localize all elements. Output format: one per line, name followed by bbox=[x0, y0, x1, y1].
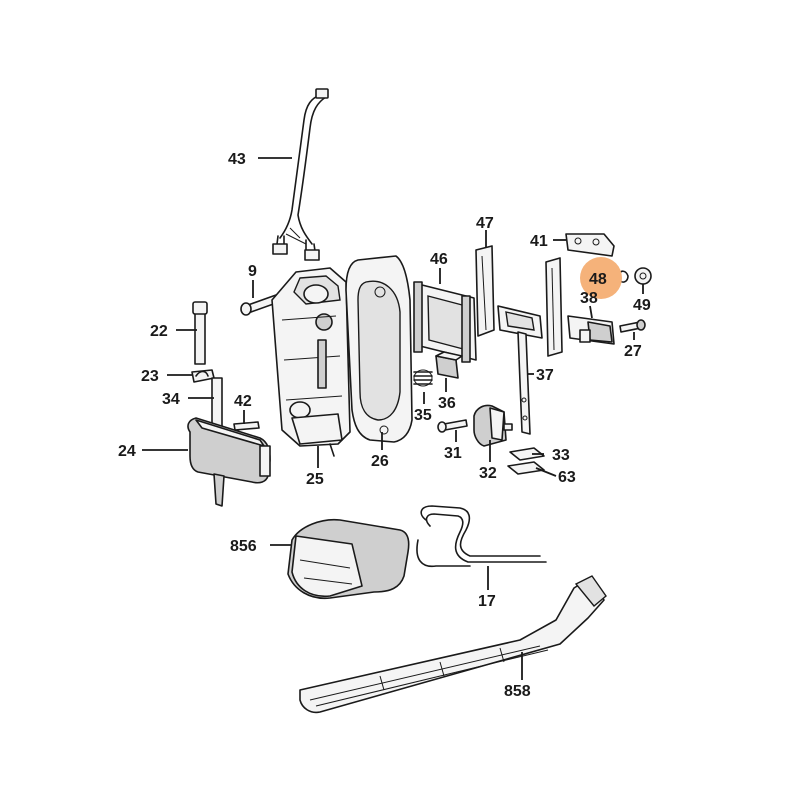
part-47-rail[interactable] bbox=[475, 245, 495, 337]
part-9-screw[interactable] bbox=[240, 294, 280, 316]
callout-858[interactable]: 858 bbox=[504, 683, 531, 700]
part-858-tube[interactable] bbox=[299, 575, 607, 714]
callout-27[interactable]: 27 bbox=[624, 343, 642, 360]
callout-38[interactable]: 38 bbox=[580, 290, 598, 307]
callout-34[interactable]: 34 bbox=[162, 391, 180, 408]
callout-17[interactable]: 17 bbox=[478, 593, 496, 610]
part-856-cover[interactable] bbox=[287, 518, 410, 599]
callout-32[interactable]: 32 bbox=[479, 465, 497, 482]
callout-48[interactable]: 48 bbox=[589, 271, 607, 288]
callout-47[interactable]: 47 bbox=[476, 215, 494, 232]
part-32-switch[interactable] bbox=[473, 404, 513, 447]
part-49-washer[interactable] bbox=[634, 267, 652, 285]
part-22-pin[interactable] bbox=[192, 301, 208, 365]
part-41-bracket[interactable] bbox=[565, 233, 615, 257]
part-24-handle[interactable] bbox=[187, 417, 271, 507]
part-rail-right[interactable] bbox=[545, 257, 563, 357]
part-38-slider[interactable] bbox=[567, 315, 615, 345]
callout-63[interactable]: 63 bbox=[558, 469, 576, 486]
part-31-screw[interactable] bbox=[437, 419, 468, 433]
part-34-rod[interactable] bbox=[211, 377, 223, 431]
part-23-clip[interactable] bbox=[191, 369, 215, 383]
callout-22[interactable]: 22 bbox=[150, 323, 168, 340]
callout-36[interactable]: 36 bbox=[438, 395, 456, 412]
callout-25[interactable]: 25 bbox=[306, 471, 324, 488]
callout-41[interactable]: 41 bbox=[530, 233, 548, 250]
callout-37[interactable]: 37 bbox=[536, 367, 554, 384]
callout-23[interactable]: 23 bbox=[141, 368, 159, 385]
callout-26[interactable]: 26 bbox=[371, 453, 389, 470]
part-43-wire-harness[interactable] bbox=[272, 88, 329, 261]
callout-856[interactable]: 856 bbox=[230, 538, 257, 555]
part-27-screw[interactable] bbox=[619, 319, 646, 333]
callout-42[interactable]: 42 bbox=[234, 393, 252, 410]
part-42-pin[interactable] bbox=[233, 421, 260, 431]
callout-33[interactable]: 33 bbox=[552, 447, 570, 464]
leader-lines bbox=[142, 157, 644, 680]
part-46-plate[interactable] bbox=[413, 281, 477, 363]
part-25-housing[interactable] bbox=[271, 267, 351, 457]
part-33-pad[interactable] bbox=[509, 447, 545, 461]
callout-35[interactable]: 35 bbox=[414, 407, 432, 424]
part-17-bail[interactable] bbox=[416, 505, 547, 568]
callout-49[interactable]: 49 bbox=[633, 297, 651, 314]
callout-31[interactable]: 31 bbox=[444, 445, 462, 462]
callout-24[interactable]: 24 bbox=[118, 443, 136, 460]
callout-43[interactable]: 43 bbox=[228, 151, 246, 168]
part-36-block[interactable] bbox=[435, 351, 463, 379]
part-35-spring[interactable] bbox=[413, 369, 433, 387]
callout-9[interactable]: 9 bbox=[248, 263, 257, 280]
part-26-gasket[interactable] bbox=[345, 255, 413, 443]
part-63-pad[interactable] bbox=[507, 461, 545, 475]
callout-labels: 43 47 41 9 46 48 49 38 22 27 23 37 34 42… bbox=[118, 151, 651, 700]
part-37-slide[interactable] bbox=[497, 305, 543, 435]
callout-46[interactable]: 46 bbox=[430, 251, 448, 268]
highlight-marker bbox=[580, 257, 622, 299]
part-48-eclip[interactable] bbox=[619, 270, 629, 283]
